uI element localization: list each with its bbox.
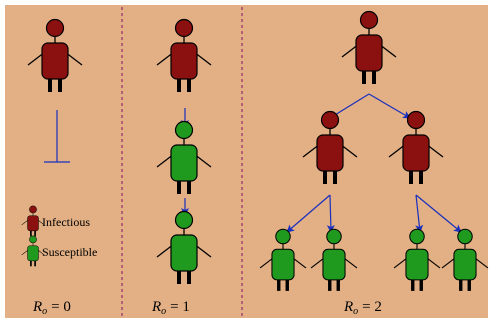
panel-r2 xyxy=(259,10,489,291)
panel-r1 xyxy=(156,18,212,284)
legend-infectious-label: Infectious xyxy=(42,215,90,229)
legend-infectious-icon xyxy=(21,205,45,237)
susceptible-person-icon xyxy=(393,228,441,291)
transmission-arrow xyxy=(415,194,462,233)
legend-susceptible-icon xyxy=(21,235,45,267)
susceptible-person-icon xyxy=(156,120,212,194)
infectious-person-icon xyxy=(156,18,212,92)
r1-label: Ro= 1 xyxy=(151,299,190,317)
infectious-person-icon xyxy=(27,18,83,92)
legend: Infectious Susceptible xyxy=(21,205,97,267)
transmission-arrow xyxy=(415,194,424,233)
panel-r0 xyxy=(27,18,83,163)
infectious-person-icon xyxy=(341,10,397,84)
transmission-arrow xyxy=(326,194,335,233)
blocked-transmission-icon xyxy=(44,110,70,163)
r2-label: Ro= 2 xyxy=(343,299,382,317)
susceptible-person-icon xyxy=(259,228,307,291)
infectious-person-icon xyxy=(388,110,444,184)
susceptible-person-icon xyxy=(310,228,358,291)
transmission-arrow xyxy=(286,194,331,233)
infectious-person-icon xyxy=(302,110,358,184)
r0-label: Ro= 0 xyxy=(32,299,71,317)
transmission-arrow xyxy=(368,93,411,119)
susceptible-person-icon xyxy=(156,210,212,284)
susceptible-person-icon xyxy=(441,228,489,291)
legend-susceptible-label: Susceptible xyxy=(42,245,97,259)
